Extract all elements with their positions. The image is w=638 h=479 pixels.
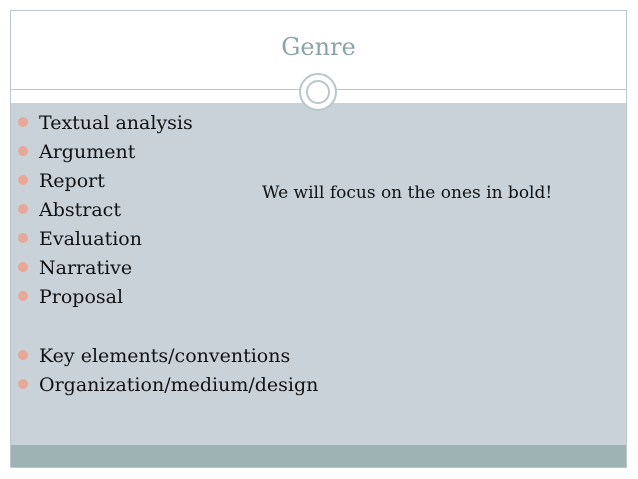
bullet-item: Abstract [18,198,121,222]
bullet-item: Evaluation [18,227,142,251]
bullet-text: Proposal [39,286,124,308]
bullet-text: Report [39,170,105,192]
bullet-text: Organization/medium/design [39,374,319,396]
bullet-item: Report [18,169,105,193]
bullet-text: Evaluation [39,228,142,250]
bullet-dot-icon [18,117,28,127]
bullet-item: Textual analysis [18,111,193,135]
bullet-dot-icon [18,262,28,272]
footer-bar [11,445,626,467]
bullet-dot-icon [18,146,28,156]
bullet-dot-icon [18,204,28,214]
inner-circle [306,80,330,104]
slide-title: Genre [281,33,356,61]
bullet-text: Argument [39,141,136,163]
slide-frame: Genre [10,10,627,468]
bullet-dot-icon [18,379,28,389]
bullet-item: Argument [18,140,135,164]
bullet-item: Narrative [18,256,132,280]
bullet-text: Key elements/conventions [39,345,291,367]
circle-ornament-icon [299,73,337,111]
bullet-text: Abstract [39,199,121,221]
bullet-item: Organization/medium/design [18,373,318,397]
bullet-text: Textual analysis [39,112,193,134]
bullet-item: Proposal [18,285,123,309]
content-area [11,103,626,446]
bullet-text: Narrative [39,257,133,279]
bullet-dot-icon [18,291,28,301]
bullet-dot-icon [18,233,28,243]
bullet-dot-icon [18,175,28,185]
focus-note: We will focus on the ones in bold! [262,183,553,203]
bullet-item: Key elements/conventions [18,344,290,368]
bullet-dot-icon [18,350,28,360]
